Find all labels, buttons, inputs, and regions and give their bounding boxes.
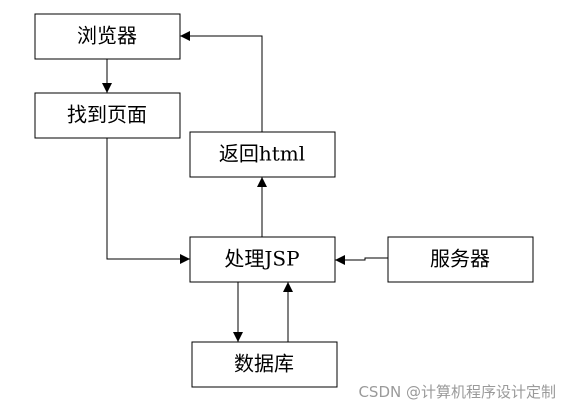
watermark-text: CSDN @计算机程序设计定制 <box>358 383 556 401</box>
edge-find-page-to-process-jsp <box>106 138 190 264</box>
node-database-box <box>191 341 338 388</box>
node-browser: 浏览器 <box>34 13 181 60</box>
node-server-label: 服务器 <box>430 247 490 271</box>
node-process-jsp-label: 处理JSP <box>224 247 299 271</box>
node-browser-box <box>34 13 181 60</box>
node-process-jsp-box <box>189 236 336 283</box>
node-server: 服务器 <box>387 236 534 283</box>
node-find-page-box <box>34 92 181 139</box>
edge-server-to-process-jsp <box>335 255 388 265</box>
node-return-html: 返回html <box>189 131 336 178</box>
node-database: 数据库 <box>191 341 338 388</box>
node-find-page-label: 找到页面 <box>67 103 147 127</box>
node-return-html-label: 返回html <box>219 142 305 166</box>
node-process-jsp: 处理JSP <box>189 236 336 283</box>
node-server-box <box>387 236 534 283</box>
node-browser-label: 浏览器 <box>77 24 137 48</box>
node-find-page: 找到页面 <box>34 92 181 139</box>
node-database-label: 数据库 <box>234 352 294 376</box>
edge-return-html-to-browser <box>180 31 263 132</box>
